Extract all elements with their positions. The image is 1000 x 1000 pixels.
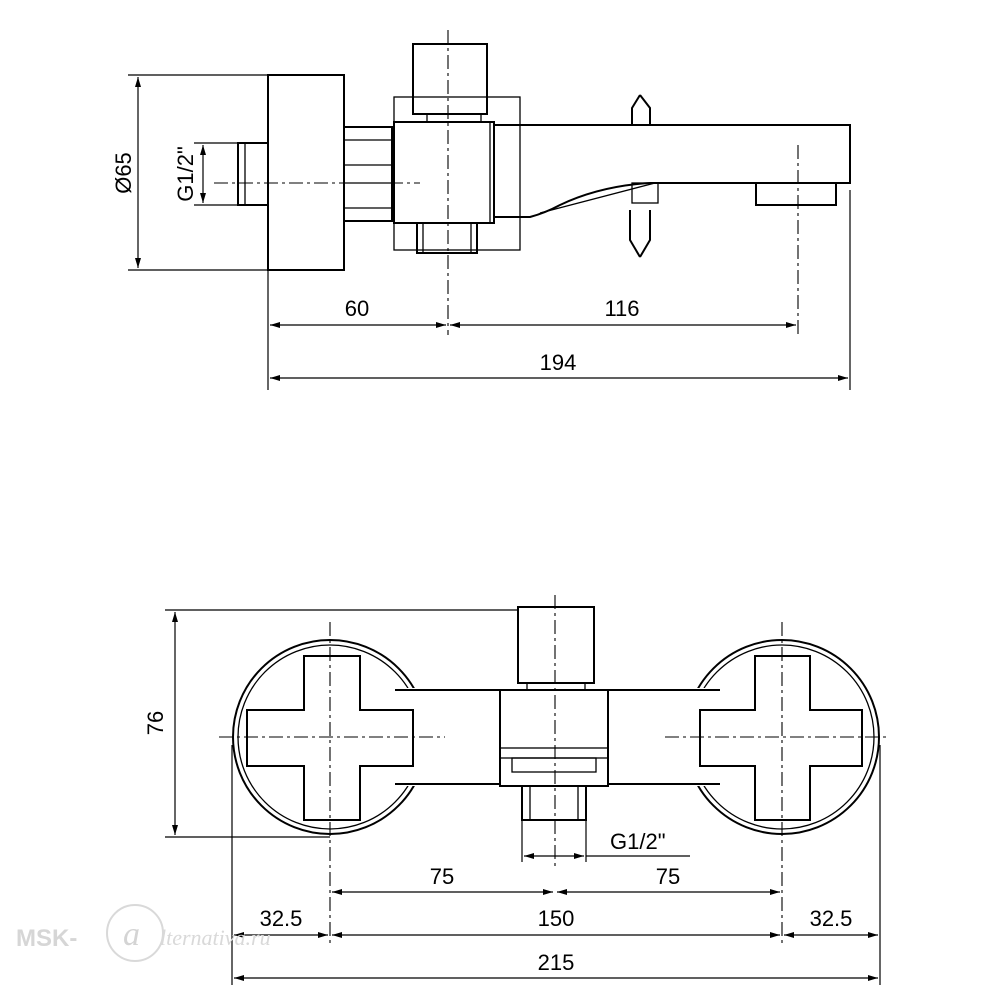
dim-total-width: 215 (538, 950, 575, 975)
left-cross-handle (246, 655, 414, 821)
wall-flange (267, 74, 345, 271)
side-view: Ø65 G1/2" 60 116 194 (111, 30, 851, 390)
inlet-stub (237, 142, 269, 206)
dim-half-right: 75 (656, 864, 680, 889)
dim-half-left: 75 (430, 864, 454, 889)
watermark-text: MSK- (16, 925, 77, 952)
dim-total-length: 194 (540, 350, 577, 375)
mixer-body-back (393, 96, 521, 251)
watermark-suffix: lternativa.ru (160, 925, 271, 950)
aerator (755, 182, 837, 206)
dim-axis-to-spout: 116 (604, 296, 639, 321)
right-cross-handle (699, 655, 863, 821)
dim-thread-side: G1/2" (173, 146, 198, 202)
top-view: 76 G1/2" 75 75 32.5 150 32.5 215 (143, 595, 890, 985)
shower-outlet-top (521, 785, 587, 821)
dim-wall-to-axis: 60 (345, 296, 369, 321)
svg-text:a: a (123, 916, 140, 953)
watermark: MSK- a lternativa.ru (16, 904, 271, 962)
dim-centers: 150 (538, 906, 575, 931)
spout (494, 124, 851, 218)
shower-outlet (416, 222, 478, 254)
dim-side-left: 32.5 (260, 906, 303, 931)
diverter-knob (412, 43, 488, 115)
dim-height: 76 (143, 711, 168, 735)
diverter-knob-top (517, 606, 595, 684)
hex-nut (343, 126, 393, 222)
dim-diameter: Ø65 (111, 152, 136, 194)
handle-silhouette (629, 94, 659, 258)
a-in-circle-logo: a (106, 904, 164, 962)
mixer-body (393, 121, 495, 224)
dim-thread-top: G1/2" (610, 829, 666, 854)
central-body (499, 689, 609, 787)
dim-side-right: 32.5 (810, 906, 853, 931)
